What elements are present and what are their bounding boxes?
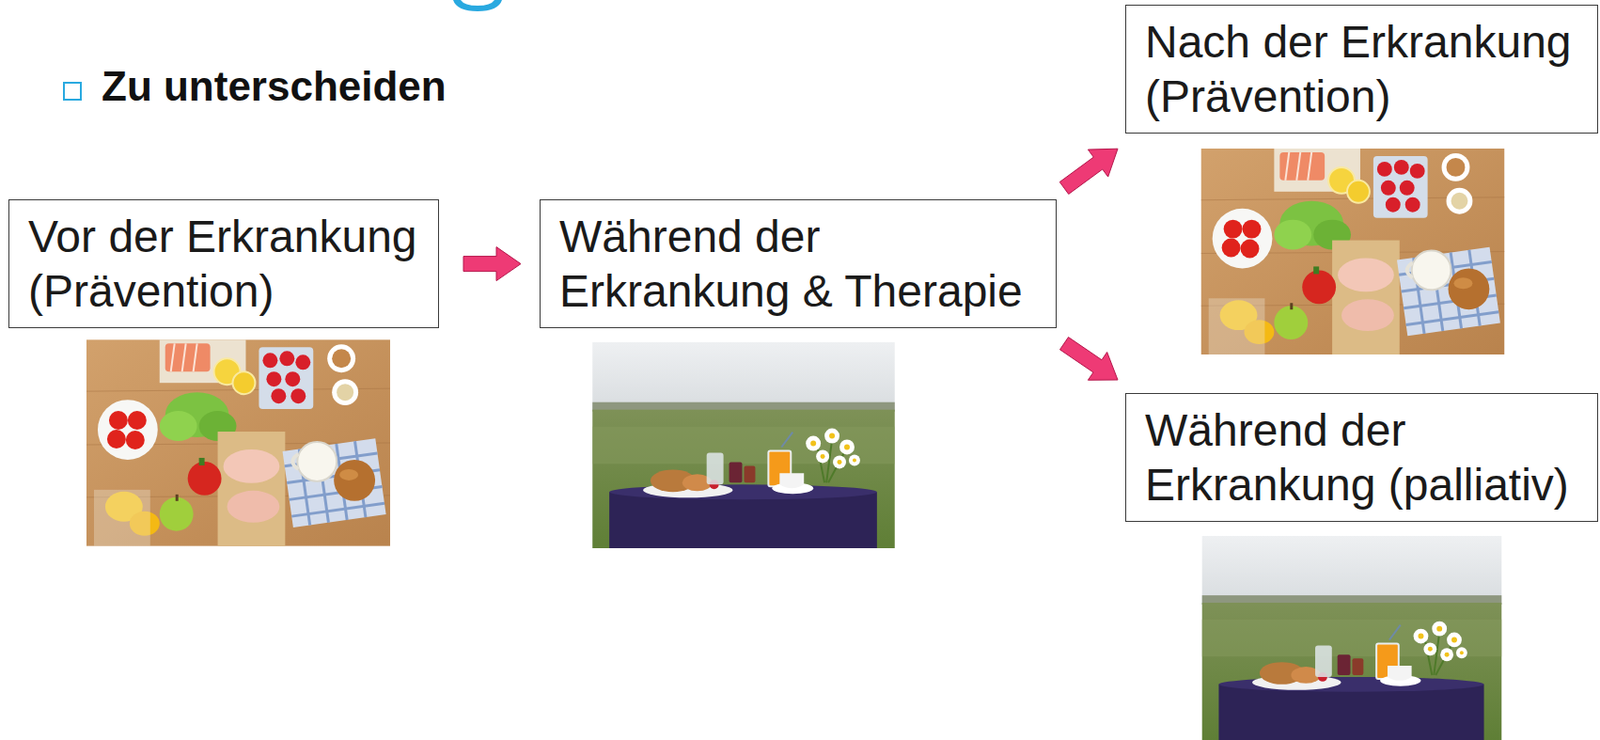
flow-arrow — [463, 247, 521, 282]
flow-arrow — [1059, 148, 1118, 194]
stage-text: Vor der Erkrankung (Prävention) — [28, 209, 431, 318]
stage-box: Nach der Erkrankung (Prävention) — [1125, 4, 1599, 134]
healthy-food-photo — [86, 339, 391, 547]
stage-text: Während der Erkrankung (palliativ) — [1145, 403, 1590, 512]
bullet-square — [62, 80, 83, 102]
stage-box: Vor der Erkrankung (Prävention) — [8, 199, 440, 329]
cut-heading-fragment — [449, 0, 506, 14]
healthy-food-photo — [1200, 148, 1506, 355]
breakfast-table-photo — [592, 342, 895, 549]
breakfast-table-photo — [1200, 535, 1504, 740]
stage-text: Während der Erkrankung & Therapie — [559, 209, 1049, 318]
flow-arrow — [1059, 337, 1118, 381]
section-heading: Zu unterscheiden — [101, 62, 447, 112]
stage-box: Während der Erkrankung (palliativ) — [1125, 392, 1599, 522]
stage-box: Während der Erkrankung & Therapie — [539, 199, 1057, 329]
stage-text: Nach der Erkrankung (Prävention) — [1145, 15, 1590, 124]
